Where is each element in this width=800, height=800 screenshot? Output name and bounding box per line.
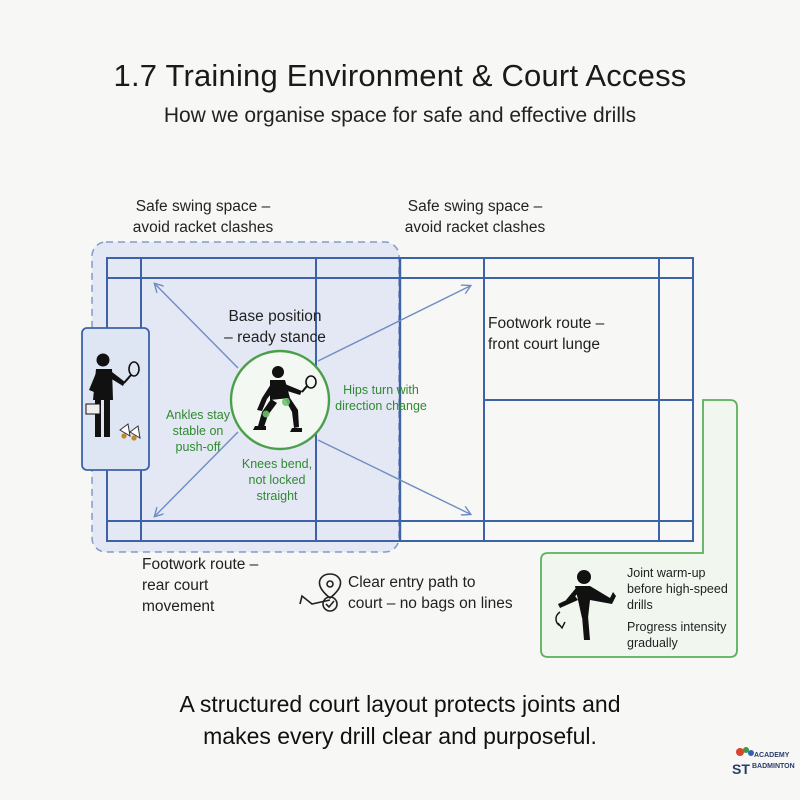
location-route-icon: [299, 573, 342, 612]
swing-space-label-right: Safe swing space –avoid racket clashes: [404, 198, 546, 236]
base-position-label: Base position– ready stance: [224, 308, 326, 346]
logo-line-2: BADMINTON: [752, 763, 795, 770]
front-route-label: Footwork route –front court lunge: [488, 315, 605, 353]
warm-up-stretch-icon: [555, 570, 616, 640]
page-subtitle: How we organise space for safe and effec…: [163, 104, 637, 127]
base-position-circle: [229, 349, 331, 451]
swing-space-label-left: Safe swing space –avoid racket clashes: [132, 198, 274, 236]
shuttlecock-icon: [119, 423, 141, 441]
coach-with-racket-icon: [85, 353, 140, 437]
svg-text:ST: ST: [732, 761, 750, 777]
bottom-caption: A structured court layout protects joint…: [179, 691, 621, 749]
coach-area: [81, 327, 150, 471]
player-ready-stance-icon: [253, 366, 317, 432]
page-title: 1.7 Training Environment & Court Access: [113, 58, 687, 93]
academy-logo: ST ACADEMY BADMINTON: [730, 744, 795, 780]
footwork-arrows: [155, 284, 470, 516]
logo-line-1: ACADEMY: [754, 752, 790, 759]
